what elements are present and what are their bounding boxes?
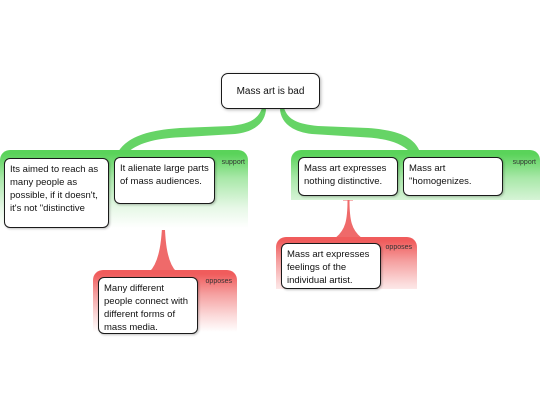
left-support-label: support (221, 159, 245, 166)
expresses-feelings-node[interactable]: Mass art expresses feelings of the indiv… (281, 243, 381, 289)
reach-premise-node[interactable]: Its aimed to reach as many people as pos… (4, 158, 109, 228)
right-opposes-label: opposes (385, 244, 412, 251)
homogenizes-node[interactable]: Mass art "homogenizes. (403, 157, 503, 196)
homogenizes-text: Mass art "homogenizes. (409, 163, 472, 187)
expresses-nothing-node[interactable]: Mass art expresses nothing distinctive. (298, 157, 398, 196)
connect-objection-node[interactable]: Many different people connect with diffe… (98, 277, 198, 334)
alienate-premise-text: It alienate large parts of mass audience… (120, 163, 209, 187)
left-opposes-label: opposes (205, 278, 232, 285)
connect-objection-text: Many different people connect with diffe… (104, 283, 188, 333)
connector-nothing-opposes (334, 196, 363, 239)
reach-premise-text: Its aimed to reach as many people as pos… (10, 164, 99, 214)
expresses-nothing-text: Mass art expresses nothing distinctive. (304, 163, 387, 187)
root-claim-node[interactable]: Mass art is bad (221, 73, 320, 109)
alienate-premise-node[interactable]: It alienate large parts of mass audience… (114, 157, 215, 204)
root-claim-text: Mass art is bad (236, 85, 305, 97)
expresses-feelings-text: Mass art expresses feelings of the indiv… (287, 249, 370, 286)
connector-root-right-support (280, 108, 420, 152)
right-support-label: support (512, 159, 536, 166)
connector-root-left-support (118, 108, 266, 152)
